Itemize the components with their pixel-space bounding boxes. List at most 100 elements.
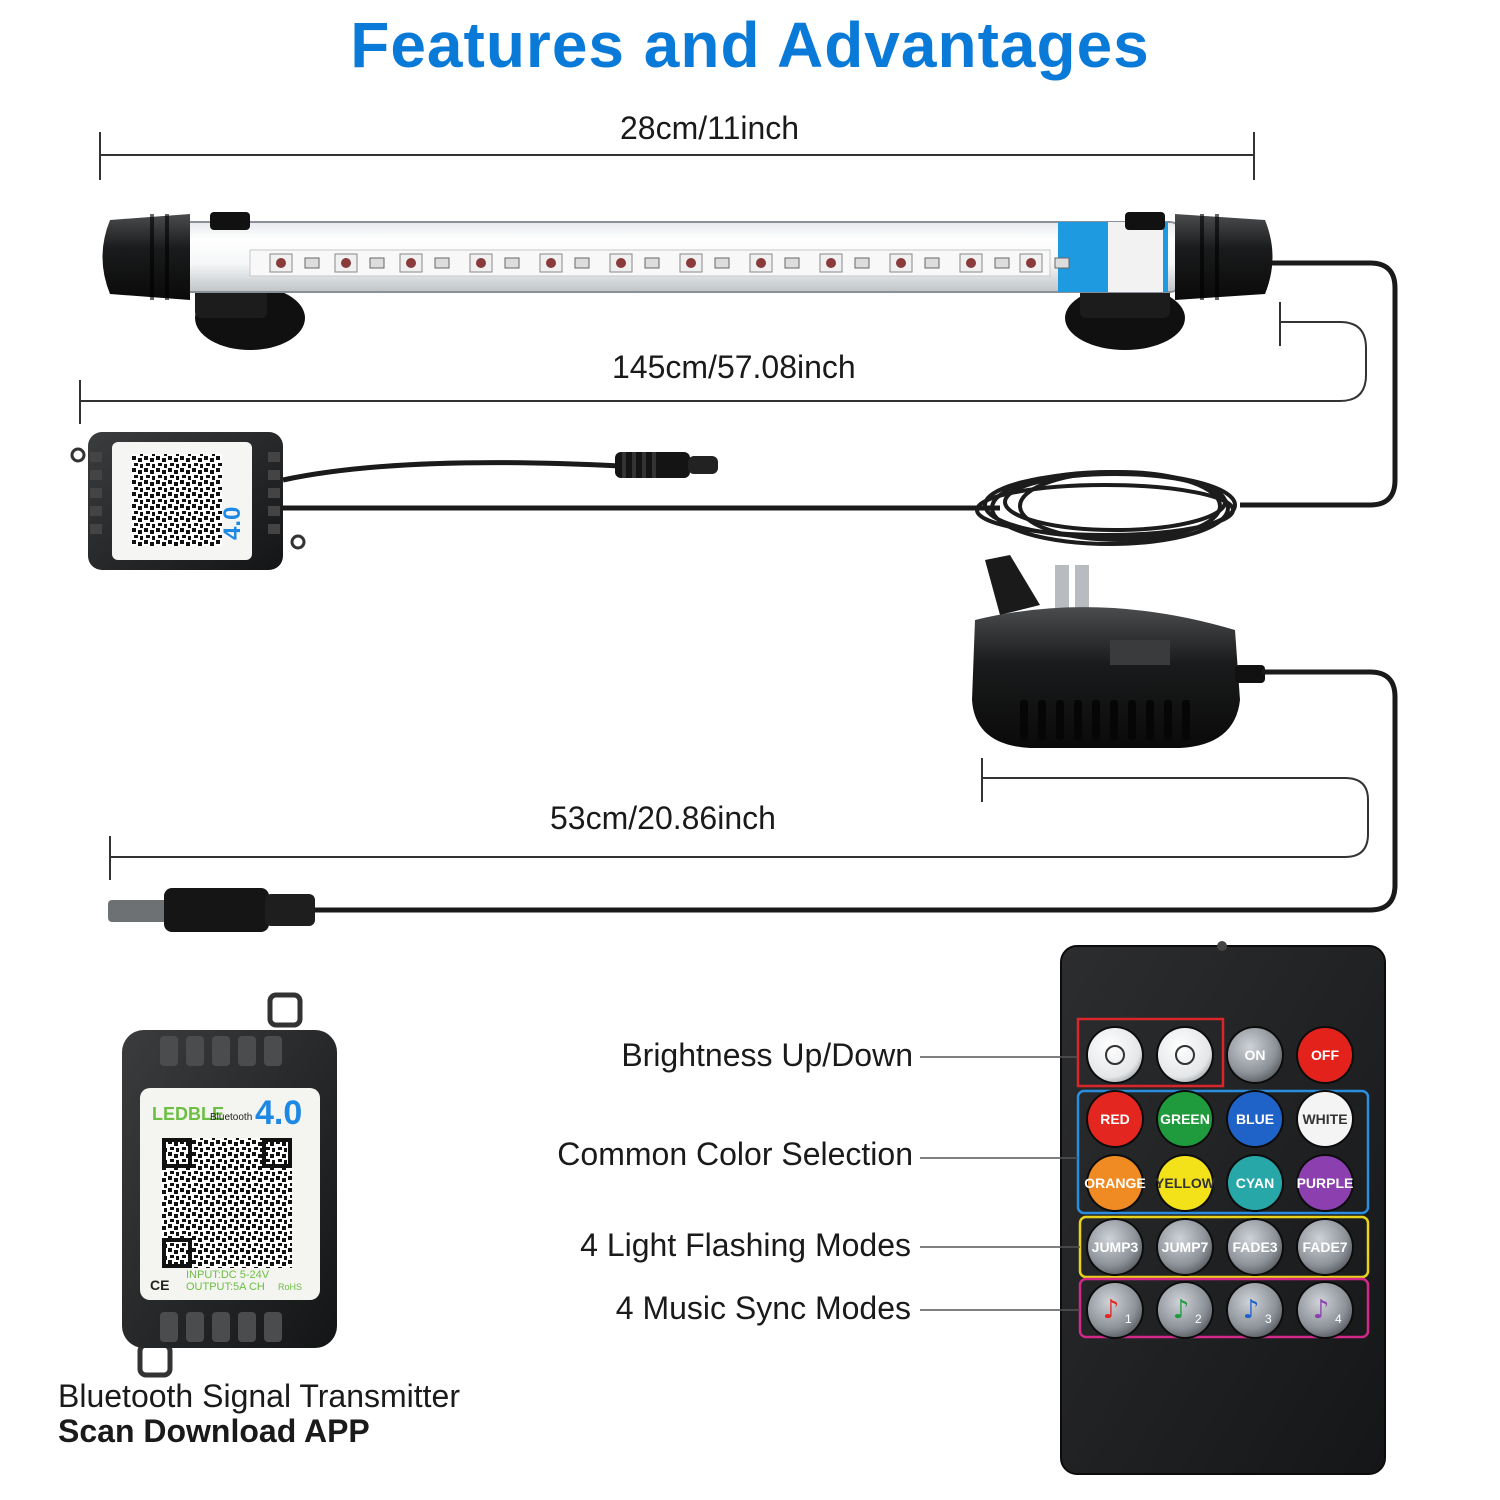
music-note-icon: ♪ <box>1103 1295 1120 1325</box>
resistor-chip <box>784 257 800 269</box>
mode-button-fade7-face <box>1298 1220 1352 1274</box>
transmitter-version: 4.0 <box>255 1094 302 1132</box>
resistor-chip <box>644 257 660 269</box>
color-button-orange-face <box>1088 1156 1142 1210</box>
off-button-label: OFF <box>1311 1047 1339 1063</box>
color-button-cyan-face <box>1228 1156 1282 1210</box>
music-button-4[interactable] <box>1296 1281 1354 1339</box>
transmitter-bt-word: Bluetooth <box>210 1112 252 1123</box>
on-button-face <box>1228 1028 1282 1082</box>
music-button-2[interactable] <box>1156 1281 1214 1339</box>
brightness-down-button-face <box>1158 1028 1212 1082</box>
music-button-4-face <box>1298 1283 1352 1337</box>
resistor-chip <box>924 257 940 269</box>
music-button-1[interactable] <box>1086 1281 1144 1339</box>
scan-app-caption: Scan Download APP <box>58 1413 370 1449</box>
mode-button-fade3-face <box>1228 1220 1282 1274</box>
music-number-label: 1 <box>1125 1312 1132 1326</box>
color-button-yellow-face <box>1158 1156 1212 1210</box>
led-lens <box>546 258 556 268</box>
transmitter-brand: LEDBLE <box>152 1104 224 1124</box>
brightness-up-button-face <box>1088 1028 1142 1082</box>
resistor-chip <box>714 257 730 269</box>
short-cable-dimension <box>109 758 1369 880</box>
led-lens <box>476 258 486 268</box>
dc-plug <box>108 888 315 932</box>
mode-button-fade7[interactable]: FADE7 <box>1296 1218 1354 1276</box>
transmitter-input-spec: INPUT:DC 5-24V <box>186 1269 270 1281</box>
mode-button-fade3-label: FADE3 <box>1232 1239 1277 1255</box>
mode-button-jump3[interactable]: JUMP3 <box>1086 1218 1144 1276</box>
led-lens <box>406 258 416 268</box>
ce-mark: CE <box>150 1277 169 1293</box>
resistor-chip <box>574 257 590 269</box>
resistor-chip <box>434 257 450 269</box>
transmitter-output-spec: OUTPUT:5A CH <box>186 1281 265 1293</box>
feature-music-modes: 4 Music Sync Modes <box>615 1290 911 1326</box>
color-button-red-face <box>1088 1092 1142 1146</box>
resistor-chip <box>854 257 870 269</box>
transmitter-caption: Bluetooth Signal Transmitter <box>58 1378 460 1414</box>
mode-button-jump3-face <box>1088 1220 1142 1274</box>
mode-button-jump7[interactable]: JUMP7 <box>1156 1218 1214 1276</box>
music-button-2-face <box>1158 1283 1212 1337</box>
resistor-chip <box>369 257 385 269</box>
on-button[interactable]: ON <box>1226 1026 1284 1084</box>
led-lens <box>966 258 976 268</box>
bluetooth-controller-small: 4.0 <box>70 432 306 570</box>
feature-flashing-modes: 4 Light Flashing Modes <box>580 1227 911 1263</box>
brightness-down-sun-icon <box>1175 1045 1195 1065</box>
feature-brightness: Brightness Up/Down <box>621 1037 913 1073</box>
color-button-white-label: WHITE <box>1302 1111 1347 1127</box>
led-chips <box>269 253 1070 273</box>
music-number-label: 3 <box>1265 1312 1272 1326</box>
mode-button-fade7-label: FADE7 <box>1302 1239 1347 1255</box>
page-title: Features and Advantages <box>350 9 1150 81</box>
led-lens <box>826 258 836 268</box>
short-cable-length-label: 53cm/20.86inch <box>550 800 776 836</box>
color-button-white[interactable]: WHITE <box>1296 1090 1354 1148</box>
led-lens <box>616 258 626 268</box>
color-button-cyan[interactable]: CYAN <box>1226 1154 1284 1212</box>
color-button-orange-label: ORANGE <box>1084 1175 1145 1191</box>
color-button-orange[interactable]: ORANGE <box>1084 1154 1146 1212</box>
remote-control <box>1060 941 1386 1475</box>
color-button-purple-face <box>1298 1156 1352 1210</box>
resistor-chip <box>504 257 520 269</box>
brightness-down-button[interactable] <box>1156 1026 1214 1084</box>
off-button-face <box>1298 1028 1352 1082</box>
long-cable-length-label: 145cm/57.08inch <box>612 349 856 385</box>
color-button-red-label: RED <box>1100 1111 1130 1127</box>
color-button-purple-label: PURPLE <box>1297 1175 1354 1191</box>
color-button-blue[interactable]: BLUE <box>1226 1090 1284 1148</box>
music-note-icon: ♪ <box>1313 1295 1330 1325</box>
music-button-3-face <box>1228 1283 1282 1337</box>
tube-cable <box>1240 260 1398 508</box>
brightness-up-sun-icon <box>1105 1045 1125 1065</box>
mode-button-jump7-label: JUMP7 <box>1162 1239 1209 1255</box>
tube-length-dimension <box>99 132 1255 180</box>
on-button-label: ON <box>1245 1047 1266 1063</box>
brightness-up-button[interactable] <box>1086 1026 1144 1084</box>
music-button-3[interactable] <box>1226 1281 1284 1339</box>
color-button-yellow[interactable]: YELLOW <box>1155 1154 1216 1212</box>
long-cable-dimension <box>79 302 1367 424</box>
led-lens <box>686 258 696 268</box>
color-button-purple[interactable]: PURPLE <box>1296 1154 1354 1212</box>
mode-button-fade3[interactable]: FADE3 <box>1226 1218 1284 1276</box>
coiled-cable <box>975 470 1237 546</box>
color-button-green-label: GREEN <box>1160 1111 1210 1127</box>
color-button-blue-label: BLUE <box>1236 1111 1274 1127</box>
color-button-red[interactable]: RED <box>1086 1090 1144 1148</box>
adapter-cable <box>300 669 1398 913</box>
feature-color-selection: Common Color Selection <box>557 1136 913 1172</box>
dc-socket-cable <box>282 452 718 483</box>
color-button-white-face <box>1298 1092 1352 1146</box>
color-button-green[interactable]: GREEN <box>1156 1090 1214 1148</box>
led-tube <box>102 212 1273 350</box>
power-adapter <box>972 555 1265 748</box>
resistor-chip <box>994 257 1010 269</box>
off-button[interactable]: OFF <box>1296 1026 1354 1084</box>
